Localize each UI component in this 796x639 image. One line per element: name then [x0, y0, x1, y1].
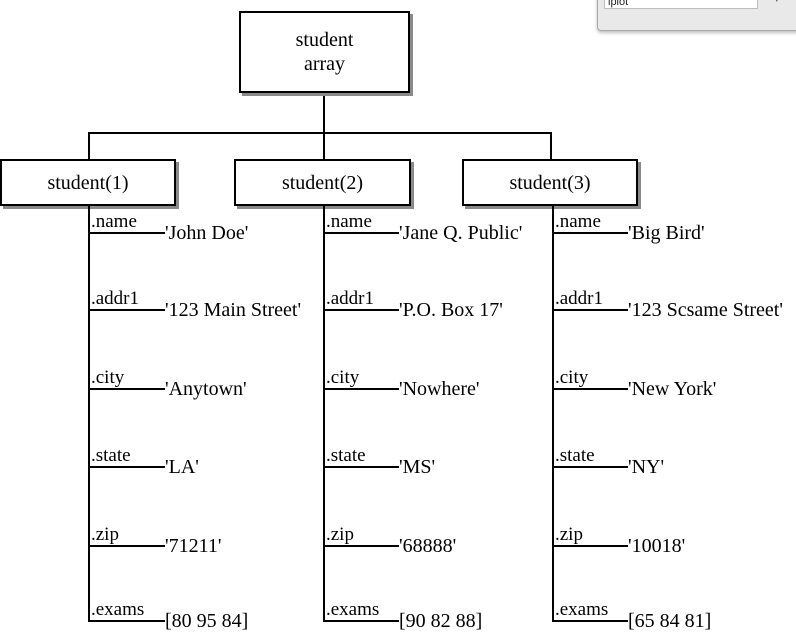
- field-connector-line: [552, 309, 628, 311]
- field-name-label: .city: [91, 367, 125, 388]
- field-name-label: .exams: [326, 599, 380, 620]
- field-value-label: 'Big Bird': [628, 222, 705, 244]
- student-3-field-trunk: [552, 206, 554, 622]
- student1-drop-line: [88, 132, 90, 159]
- field-value-label: 'Jane Q. Public': [399, 222, 523, 244]
- field-connector-line: [323, 388, 399, 390]
- student3-drop-line: [550, 132, 552, 159]
- field-name-label: .addr1: [91, 288, 140, 309]
- field-value-label: [80 95 84]: [165, 610, 249, 632]
- field-value-label: 'P.O. Box 17': [399, 299, 503, 321]
- field-value-label: 'LA': [165, 456, 199, 478]
- field-connector-line: [88, 232, 165, 234]
- field-value-label: '71211': [165, 535, 222, 557]
- field-connector-line: [552, 388, 628, 390]
- field-connector-line: [552, 620, 628, 622]
- field-name-label: .exams: [555, 599, 609, 620]
- student-node-2: student(2): [234, 159, 411, 206]
- field-connector-line: [323, 232, 399, 234]
- field-value-label: 'NY': [628, 456, 665, 478]
- field-value-label: '68888': [399, 535, 457, 557]
- field-name-label: .state: [326, 445, 366, 466]
- field-name-label: .name: [555, 211, 601, 232]
- field-connector-line: [323, 466, 399, 468]
- field-name-label: .zip: [326, 524, 354, 545]
- field-name-label: .name: [91, 211, 137, 232]
- field-value-label: 'Nowhere': [399, 378, 480, 400]
- field-value-label: 'Anytown': [165, 378, 247, 400]
- field-value-label: 'New York': [628, 378, 717, 400]
- field-connector-line: [88, 545, 165, 547]
- student-2-field-trunk: [323, 206, 325, 622]
- student2-drop-line: [323, 132, 325, 159]
- field-connector-line: [552, 466, 628, 468]
- student-node-label: student(1): [47, 171, 129, 194]
- corner-window-fragment: iplot ▾: [597, 0, 796, 31]
- field-value-label: 'MS': [399, 456, 436, 478]
- student-bus-line: [88, 132, 552, 134]
- field-value-label: '10018': [628, 535, 686, 557]
- field-connector-line: [88, 388, 165, 390]
- field-connector-line: [323, 309, 399, 311]
- field-connector-line: [323, 620, 399, 622]
- field-value-label: [90 82 88]: [399, 610, 483, 632]
- field-connector-line: [552, 232, 628, 234]
- field-name-label: .name: [326, 211, 372, 232]
- dropdown-arrow-icon[interactable]: ▾: [774, 0, 780, 5]
- root-connector-line: [323, 93, 325, 134]
- root-node-student-array: student array: [239, 11, 410, 93]
- field-connector-line: [88, 309, 165, 311]
- field-name-label: .zip: [555, 524, 583, 545]
- student-node-3: student(3): [462, 159, 638, 206]
- student-node-label: student(3): [509, 171, 591, 194]
- field-name-label: .zip: [91, 524, 119, 545]
- field-name-label: .state: [555, 445, 595, 466]
- field-value-label: [65 84 81]: [628, 610, 712, 632]
- field-name-label: .addr1: [326, 288, 375, 309]
- student-1-field-trunk: [88, 206, 90, 622]
- field-value-label: '123 Main Street': [165, 299, 302, 321]
- student-node-1: student(1): [0, 159, 176, 206]
- field-connector-line: [552, 545, 628, 547]
- field-name-label: .exams: [91, 599, 145, 620]
- field-name-label: .city: [326, 367, 360, 388]
- field-name-label: .city: [555, 367, 589, 388]
- field-value-label: '123 Scsame Street': [628, 299, 783, 321]
- corner-text-input[interactable]: iplot: [604, 0, 758, 9]
- field-connector-line: [88, 620, 165, 622]
- field-connector-line: [88, 466, 165, 468]
- field-value-label: 'John Doe': [165, 222, 249, 244]
- field-connector-line: [323, 545, 399, 547]
- root-node-label-line1: student: [295, 29, 354, 51]
- field-name-label: .state: [91, 445, 131, 466]
- root-node-label-line2: array: [303, 53, 346, 75]
- student-node-label: student(2): [281, 171, 364, 194]
- field-name-label: .addr1: [555, 288, 604, 309]
